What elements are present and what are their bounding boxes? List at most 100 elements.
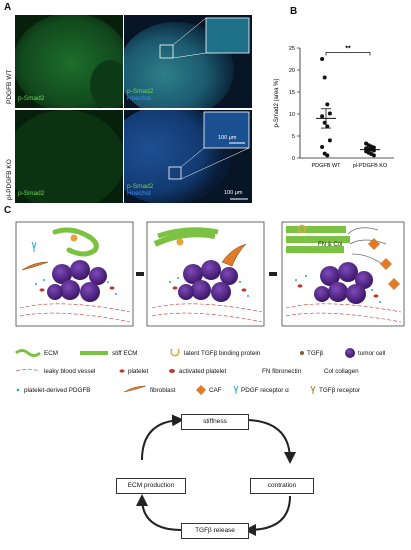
stiff-ecm-2 <box>157 227 219 239</box>
latent-tgfb-3 <box>297 224 307 234</box>
platelets <box>39 284 379 298</box>
label-psmad2-ko-merge: p-Smad2 <box>127 183 154 190</box>
data-point <box>327 138 332 143</box>
legend-fn: FN fibronectin <box>262 368 302 375</box>
legend-pdgfb: platelet-derived PDGFB <box>24 387 91 394</box>
cycle-arrow-bottom-right <box>244 495 291 536</box>
panel-c-label: C <box>4 205 12 216</box>
legend-tumor-icon <box>345 348 355 358</box>
fibroblast <box>21 261 49 271</box>
caf-2 <box>221 243 247 267</box>
x-category-label: pl-PDGFB KO <box>353 163 388 169</box>
micrograph-ko-green: p-Smad2 <box>15 110 123 203</box>
blood-vessel-3 <box>285 303 402 323</box>
data-point <box>322 75 327 80</box>
data-point <box>325 102 330 107</box>
pdgfb-dots <box>35 275 381 303</box>
cycle-arrow-top-left <box>141 414 184 461</box>
data-point <box>320 145 325 149</box>
label-psmad2-wt: p-Smad2 <box>18 95 45 102</box>
legend-fibroblast-icon <box>123 385 147 393</box>
blood-vessel-1 <box>19 303 131 323</box>
stiff-ecm-3a <box>286 226 346 233</box>
caf-3b <box>380 258 392 270</box>
legend-platelet: platelet <box>128 368 149 375</box>
legend-ecm: ECM <box>44 350 58 357</box>
cycle-arrow-top-right <box>247 419 296 464</box>
fn-col-label: FN & Col <box>318 242 343 248</box>
data-point <box>325 153 330 158</box>
scalebar-main-label: 100 μm <box>224 190 243 196</box>
data-point <box>371 153 376 158</box>
blood-vessel-2 <box>151 303 263 323</box>
legend-pdgf-receptor: PDGF receptor α <box>241 387 289 394</box>
legend-latent-icon <box>170 348 180 357</box>
arrow-1-2 <box>136 272 144 276</box>
legend-tgfb-receptor: TGFβ receptor <box>319 387 361 394</box>
y-tick-label: 0 <box>292 156 295 162</box>
stiff-ecm-3c <box>286 246 344 253</box>
y-tick-label: 5 <box>292 134 295 140</box>
caf-3c <box>388 278 400 290</box>
tumor-cluster-3 <box>314 262 373 304</box>
legend-stiff-ecm: stiff ECM <box>112 350 138 357</box>
legend-platelet-icon <box>119 369 125 373</box>
legend-vessel-icon <box>15 369 41 372</box>
legend-stiff-ecm-icon <box>80 351 108 355</box>
micrograph-wt-merge: p-Smad2 Hoechst <box>124 15 252 108</box>
scalebar-inset-label: 100 μm <box>218 135 237 141</box>
panel-a-label: A <box>4 2 12 13</box>
latent-tgfb <box>70 234 78 242</box>
legend-pdgfb-icon <box>16 388 20 392</box>
stiff-ecm-3b <box>286 236 350 243</box>
x-category-label: PDGFB WT <box>311 163 341 169</box>
legend-tgfb-icon <box>300 351 304 355</box>
y-tick-label: 10 <box>289 112 295 118</box>
y-axis-label: p-Smad2 (area %) <box>274 78 280 127</box>
legend-pdgf-receptor-icon <box>233 385 239 394</box>
micrograph-wt-green: p-Smad2 <box>15 15 123 108</box>
ecm-fiber <box>52 227 99 257</box>
legend-ecm-icon <box>15 349 41 357</box>
legend-caf: CAF <box>209 387 222 394</box>
mechanism-diagram <box>15 221 405 327</box>
label-hoechst-wt: Hoechst <box>127 95 151 102</box>
cycle-tgfb-release: TGFβ release <box>181 523 249 539</box>
pdgf-receptor-icon <box>31 241 37 252</box>
row-label-wt: PDGFB WT <box>6 69 13 104</box>
legend-caf-icon <box>196 385 206 395</box>
cycle-stiffness: stiffness <box>181 414 249 430</box>
legend-tgfb-receptor-icon <box>310 385 316 394</box>
cycle-arrow-bottom-left <box>136 494 183 531</box>
legend-vessel: leaky blood vessel <box>44 368 96 375</box>
label-psmad2-ko: p-Smad2 <box>18 190 45 197</box>
legend-fibroblast: fibroblast <box>150 387 176 394</box>
caf-3a <box>368 238 380 250</box>
significance-label: ** <box>345 45 351 52</box>
y-tick-label: 15 <box>289 90 295 96</box>
legend-activated-platelet: activated platelet <box>179 368 227 375</box>
legend-tgfb: TGFβ <box>307 350 324 357</box>
latent-tgfb-2 <box>176 238 184 246</box>
stiff-ecm-1 <box>153 231 216 247</box>
label-psmad2-wt-merge: p-Smad2 <box>127 88 154 95</box>
feedback-cycle <box>136 414 296 536</box>
legend-latent: latent TGFβ binding protein <box>184 350 261 357</box>
legend-col: Col collagen <box>324 368 359 375</box>
data-point <box>327 111 332 116</box>
panel-b-label: B <box>290 6 298 17</box>
tumor-cluster-1 <box>47 260 107 302</box>
caf-network <box>347 227 387 265</box>
legend-tumor: tumor cell <box>358 350 386 357</box>
legend-activated-platelet-icon <box>169 369 175 373</box>
label-hoechst-ko: Hoechst <box>127 190 151 197</box>
data-point <box>320 114 325 119</box>
row-label-ko: pl-PDGFB KO <box>6 159 13 200</box>
arrow-2-3 <box>269 272 277 276</box>
y-tick-label: 20 <box>289 68 295 74</box>
tumor-cluster-2 <box>178 260 238 302</box>
cycle-contration: contration <box>250 478 314 494</box>
micrograph-ko-merge: 100 μm p-Smad2 Hoechst 100 μm <box>124 110 252 203</box>
cycle-ecm-production: ECM production <box>116 478 186 494</box>
y-tick-label: 25 <box>289 46 295 52</box>
